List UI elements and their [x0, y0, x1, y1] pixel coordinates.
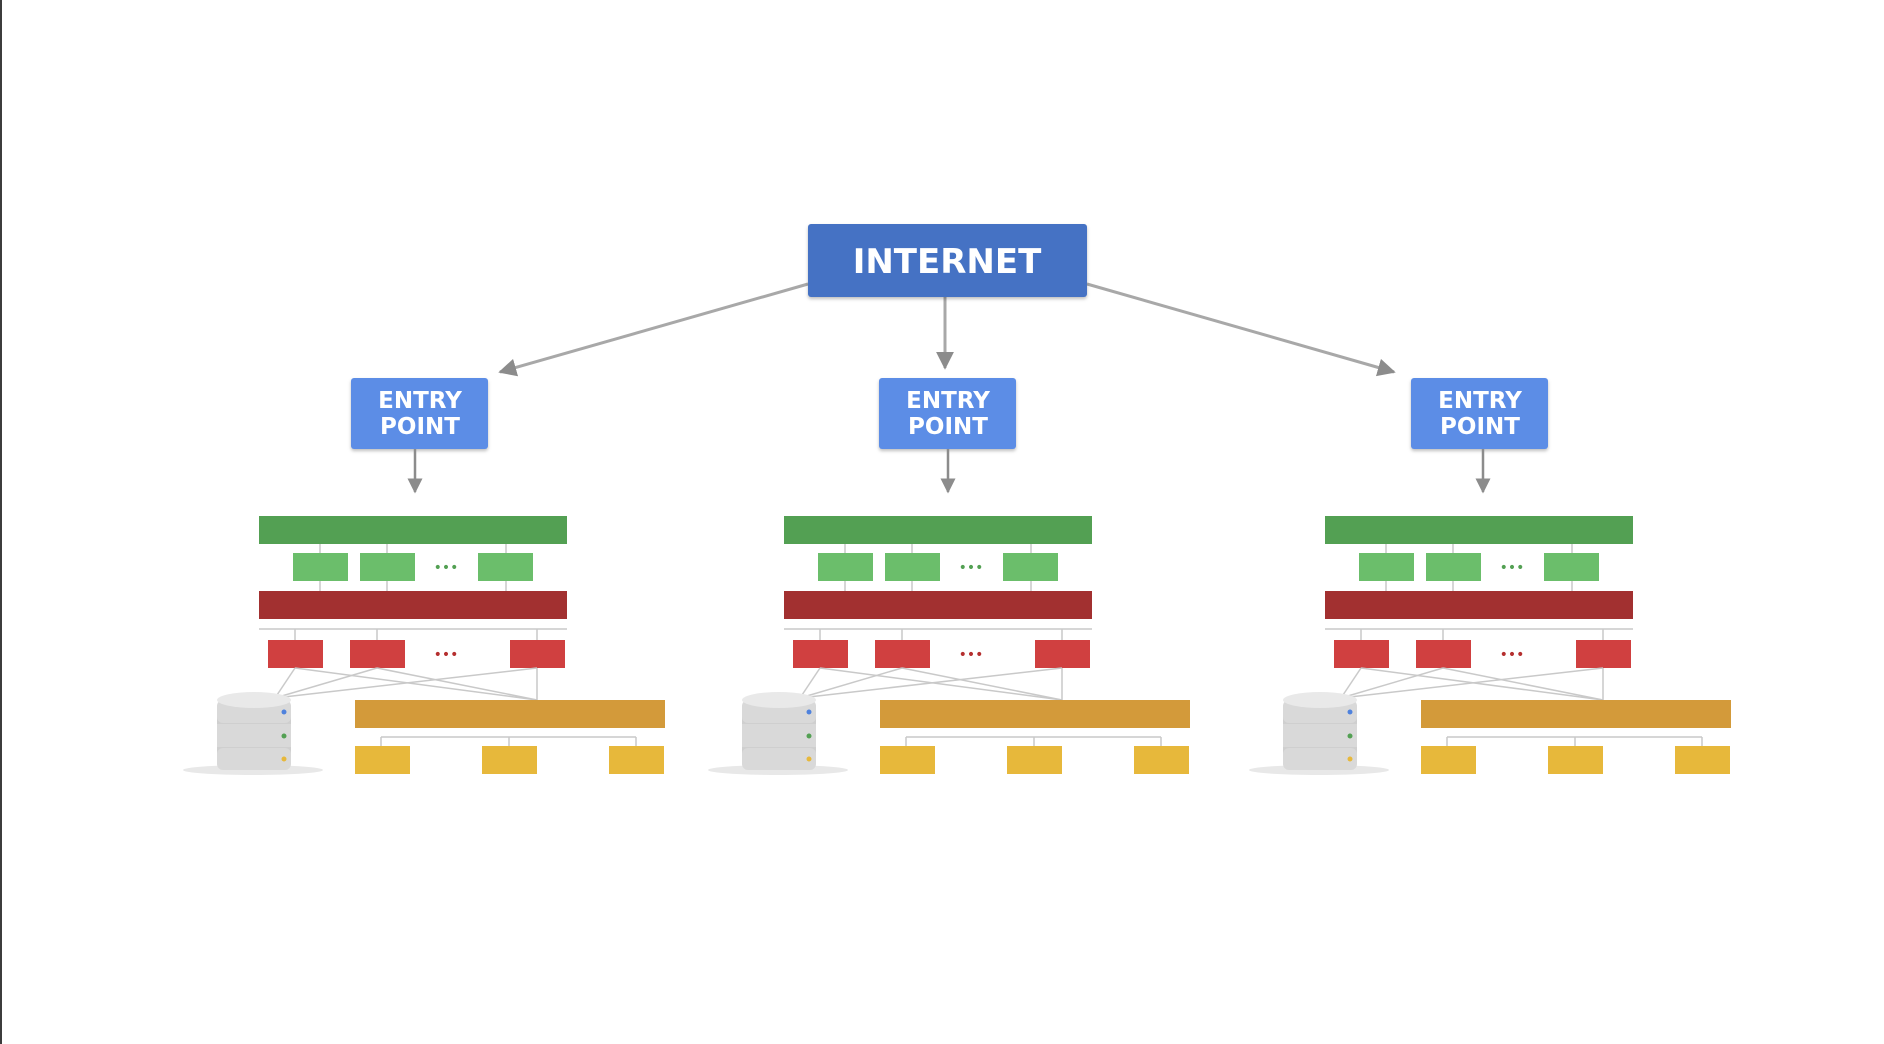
cluster-1: ENTRY POINT ••• •••: [183, 378, 665, 775]
red-to-storage-connectors: [1340, 667, 1604, 701]
green-layer-connectors: [319, 544, 507, 553]
red-service-box: [268, 640, 323, 668]
entry-point-node-2: [879, 378, 1016, 449]
green-service-box: [478, 553, 533, 581]
red-ellipsis: •••: [959, 647, 984, 663]
green-layer-bar: [259, 516, 567, 544]
yellow-service-box: [355, 746, 410, 774]
entry-point-1-line1: ENTRY: [378, 388, 462, 414]
green-service-box: [1003, 553, 1058, 581]
green-to-red-connectors: [319, 581, 507, 591]
green-layer-bar: [784, 516, 1092, 544]
yellow-service-box: [880, 746, 935, 774]
cluster-2: ENTRY POINT ••• •••: [708, 378, 1190, 775]
red-service-box: [1576, 640, 1631, 668]
red-service-box: [793, 640, 848, 668]
green-service-box: [1544, 553, 1599, 581]
connector-internet-to-entry-3: [1086, 282, 1396, 377]
green-service-box: [1359, 553, 1414, 581]
database-icon: [1249, 692, 1389, 775]
red-service-box: [1035, 640, 1090, 668]
database-icon: [183, 692, 323, 775]
red-to-storage-connectors: [799, 667, 1063, 701]
entry-point-node-1: [351, 378, 488, 449]
page-left-border: [0, 0, 2, 1044]
entry-point-3-line2: POINT: [1440, 414, 1520, 440]
entry-point-node-3: [1411, 378, 1548, 449]
red-service-box: [510, 640, 565, 668]
orange-layer-bar: [880, 700, 1190, 728]
green-service-box: [360, 553, 415, 581]
orange-layer-connectors: [380, 736, 637, 746]
red-layer-bar: [259, 591, 567, 619]
entry-point-2-line1: ENTRY: [906, 388, 990, 414]
green-to-red-connectors: [1385, 581, 1573, 591]
yellow-service-box: [1548, 746, 1603, 774]
yellow-service-box: [482, 746, 537, 774]
internet-connectors: [498, 282, 1396, 377]
red-service-box: [1416, 640, 1471, 668]
red-layer-connectors: [259, 628, 567, 640]
orange-layer-bar: [355, 700, 665, 728]
entry-point-2-line2: POINT: [908, 414, 988, 440]
green-layer-connectors: [844, 544, 1032, 553]
red-layer-bar: [1325, 591, 1633, 619]
red-ellipsis: •••: [434, 647, 459, 663]
internet-label: INTERNET: [853, 242, 1042, 282]
red-layer-connectors: [784, 628, 1092, 640]
yellow-service-box: [609, 746, 664, 774]
entry-point-1-line2: POINT: [380, 414, 460, 440]
green-service-box: [885, 553, 940, 581]
green-ellipsis: •••: [434, 560, 459, 576]
red-layer-connectors: [1325, 628, 1633, 640]
database-icon: [708, 692, 848, 775]
orange-layer-connectors: [905, 736, 1162, 746]
green-layer-bar: [1325, 516, 1633, 544]
red-service-box: [350, 640, 405, 668]
green-service-box: [293, 553, 348, 581]
entry-point-3-line1: ENTRY: [1438, 388, 1522, 414]
yellow-service-box: [1675, 746, 1730, 774]
green-layer-connectors: [1385, 544, 1573, 553]
connector-internet-to-entry-1: [498, 282, 809, 377]
internet-node: [808, 224, 1087, 297]
cluster-3: ENTRY POINT ••• •••: [1249, 378, 1731, 775]
green-service-box: [818, 553, 873, 581]
yellow-service-box: [1007, 746, 1062, 774]
green-to-red-connectors: [844, 581, 1032, 591]
red-service-box: [875, 640, 930, 668]
orange-layer-connectors: [1446, 736, 1703, 746]
red-ellipsis: •••: [1500, 647, 1525, 663]
green-ellipsis: •••: [959, 560, 984, 576]
yellow-service-box: [1421, 746, 1476, 774]
red-layer-bar: [784, 591, 1092, 619]
green-ellipsis: •••: [1500, 560, 1525, 576]
orange-layer-bar: [1421, 700, 1731, 728]
yellow-service-box: [1134, 746, 1189, 774]
green-service-box: [1426, 553, 1481, 581]
red-to-storage-connectors: [274, 667, 538, 701]
red-service-box: [1334, 640, 1389, 668]
